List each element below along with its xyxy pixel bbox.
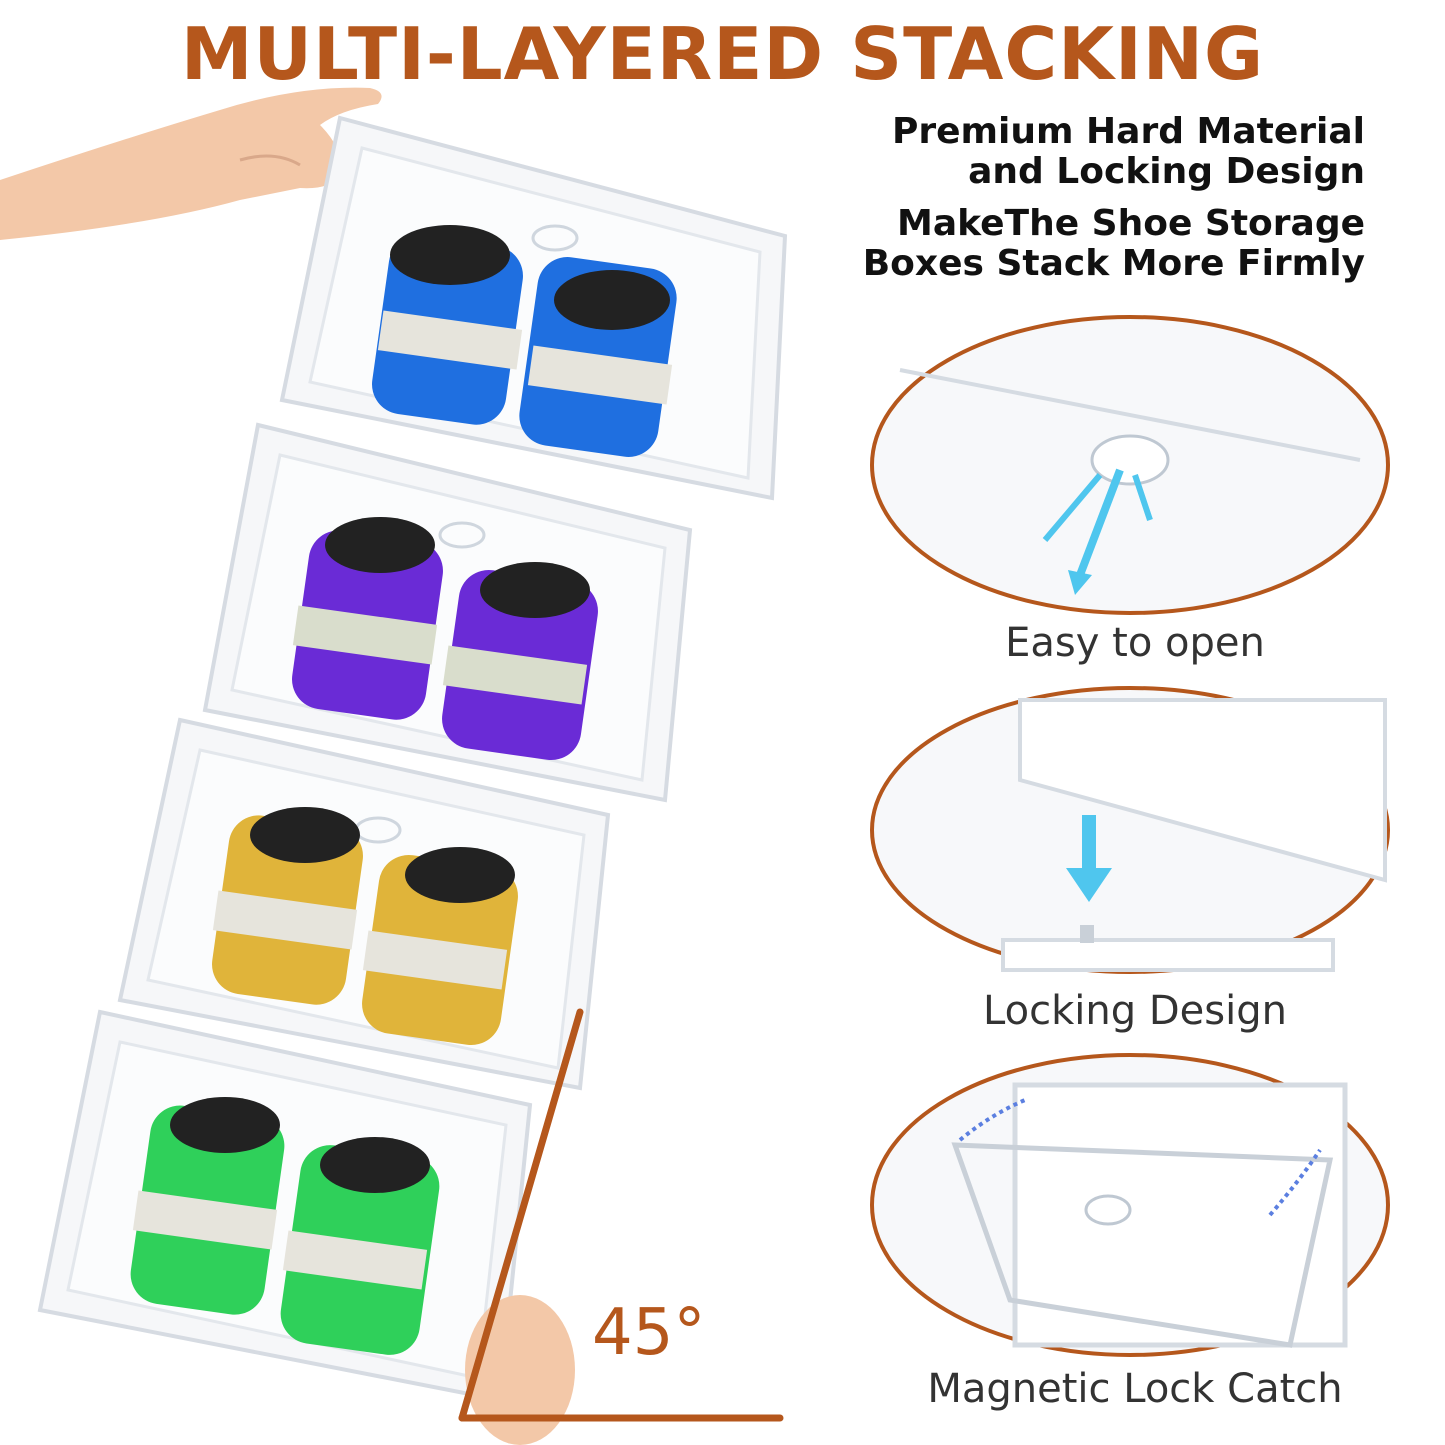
shoe-box-blue xyxy=(279,115,788,501)
shoe-box-green xyxy=(37,1009,533,1403)
finger-image xyxy=(465,1295,575,1445)
page-title: MULTI-LAYERED STACKING xyxy=(180,12,1265,96)
feature-line: Boxes Stack More Firmly xyxy=(862,243,1365,284)
detail-easy-open xyxy=(870,315,1390,615)
arrow-down-icon xyxy=(1066,868,1112,902)
caption-easy-open: Easy to open xyxy=(1005,620,1265,666)
feature-line: MakeThe Shoe Storage xyxy=(897,203,1365,244)
shoe-box-stack xyxy=(37,115,788,1445)
shoe-box-yellow xyxy=(117,717,611,1091)
detail-locking-design xyxy=(870,686,1390,974)
caption-locking-design: Locking Design xyxy=(983,988,1287,1034)
caption-magnetic-catch: Magnetic Lock Catch xyxy=(927,1366,1343,1412)
feature-text: Premium Hard Material and Locking Design… xyxy=(863,112,1365,284)
hand-image xyxy=(0,87,382,240)
angle-label: 45° xyxy=(592,1296,706,1370)
angle-guide xyxy=(458,1008,784,1422)
feature-line: Premium Hard Material xyxy=(891,111,1365,152)
shoe-box-purple xyxy=(202,422,693,803)
feature-line: and Locking Design xyxy=(968,151,1365,192)
detail-magnetic-catch xyxy=(870,1053,1390,1357)
arrow-down-icon xyxy=(1068,570,1092,595)
